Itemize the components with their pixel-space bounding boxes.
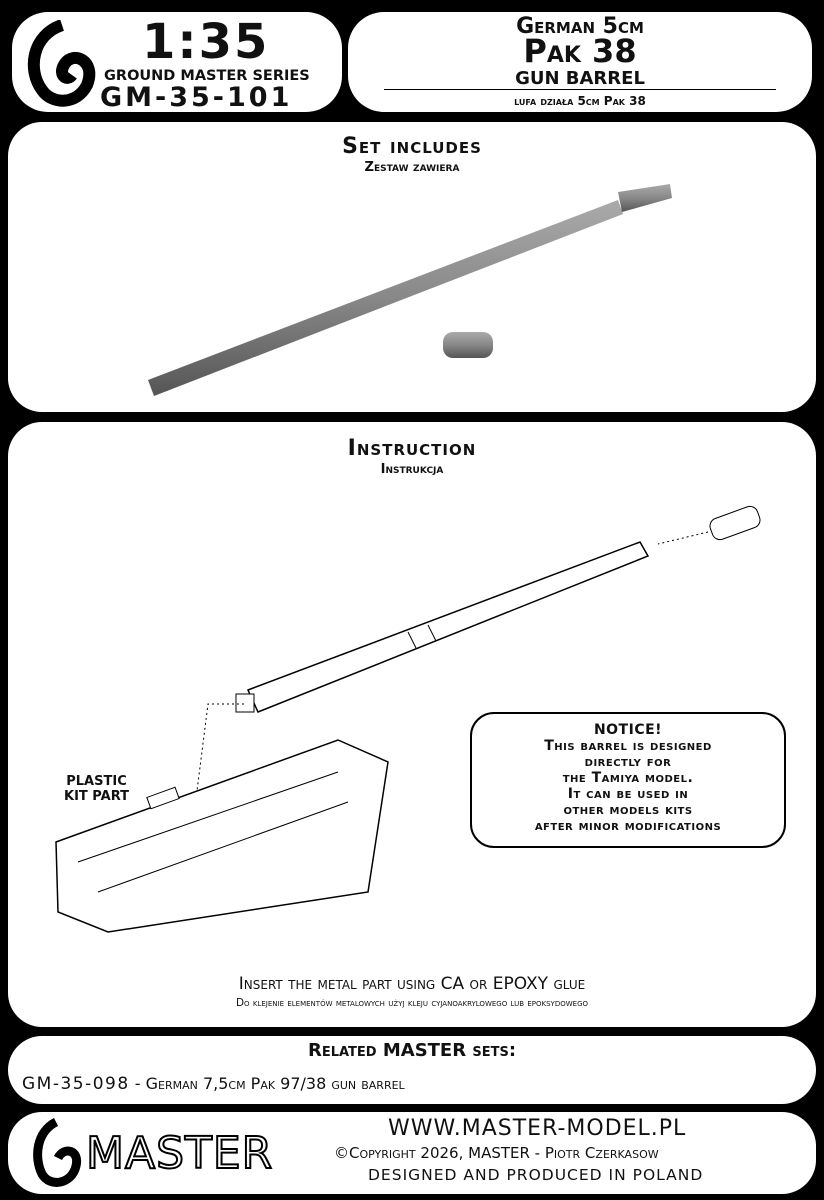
- related-item-desc: - German 7,5cm Pak 97/38 gun barrel: [129, 1074, 405, 1093]
- footer-copyright: ©Copyright 2026, MASTER - Piotr Czerkaso…: [334, 1144, 659, 1162]
- header-title-panel: German 5cm Pak 38 GUN BARREL lufa działa…: [348, 12, 812, 112]
- master-footer-logo-icon: [33, 1118, 82, 1187]
- related-title: Related MASTER sets:: [307, 1040, 517, 1061]
- related-item: GM-35-098 - German 7,5cm Pak 97/38 gun b…: [22, 1074, 405, 1094]
- title-line-3: GUN BARREL: [515, 68, 645, 89]
- plastic-label-line: KIT PART: [64, 789, 129, 804]
- barrel-part-image: [148, 184, 672, 396]
- product-code: GM-35-101: [100, 82, 293, 113]
- footer-logo-text: MASTER: [85, 1127, 274, 1180]
- footer-panel: MASTER WWW.MASTER-MODEL.PL ©Copyright 20…: [8, 1112, 816, 1194]
- title-divider: [384, 89, 776, 90]
- muzzle-brake-image: [443, 332, 493, 358]
- footer-url: WWW.MASTER-MODEL.PL: [388, 1116, 687, 1141]
- footer-made-in: DESIGNED AND PRODUCED IN POLAND: [368, 1166, 704, 1184]
- plastic-label-line: PLASTIC: [66, 774, 127, 789]
- series-text: GROUND MASTER SERIES: [104, 68, 310, 84]
- notice-line: directly for: [584, 754, 672, 770]
- instruction-title: Instruction: [347, 436, 477, 461]
- subtitle-pl: lufa działa 5cm Pak 38: [514, 94, 646, 108]
- scale-text: 1:35: [142, 14, 270, 70]
- assembly-diagram: [55, 505, 761, 933]
- set-subtitle: Zestaw zawiera: [364, 160, 460, 175]
- title-line-2: Pak 38: [523, 32, 637, 70]
- notice-line: the Tamiya model.: [562, 770, 694, 786]
- notice-line: after minor modifications: [534, 818, 722, 834]
- set-title: Set includes: [342, 134, 482, 159]
- related-item-code: GM-35-098: [22, 1074, 130, 1094]
- header-scale-panel: 1:35 GROUND MASTER SERIES GM-35-101: [12, 12, 342, 113]
- master-logo-icon: [27, 20, 96, 107]
- notice-line: It can be used in: [567, 786, 689, 802]
- title-line-1: German 5cm: [516, 14, 644, 39]
- notice-line: NOTICE!: [593, 722, 663, 738]
- notice-line: This barrel is designed: [544, 738, 712, 754]
- notice-line: other models kits: [563, 802, 693, 818]
- notice-box: NOTICE! This barrel is designed directly…: [470, 712, 786, 848]
- glue-instruction-en: Insert the metal part using CA or EPOXY …: [238, 974, 586, 994]
- set-includes-panel: Set includes Zestaw zawiera: [8, 122, 816, 412]
- plastic-kit-label: PLASTIC KIT PART: [64, 774, 129, 804]
- related-sets-panel: Related MASTER sets: GM-35-098 - German …: [8, 1036, 816, 1104]
- glue-instruction-pl: Do klejenie elementów metalowych użyj kl…: [235, 997, 589, 1009]
- instruction-subtitle: Instrukcja: [380, 462, 444, 477]
